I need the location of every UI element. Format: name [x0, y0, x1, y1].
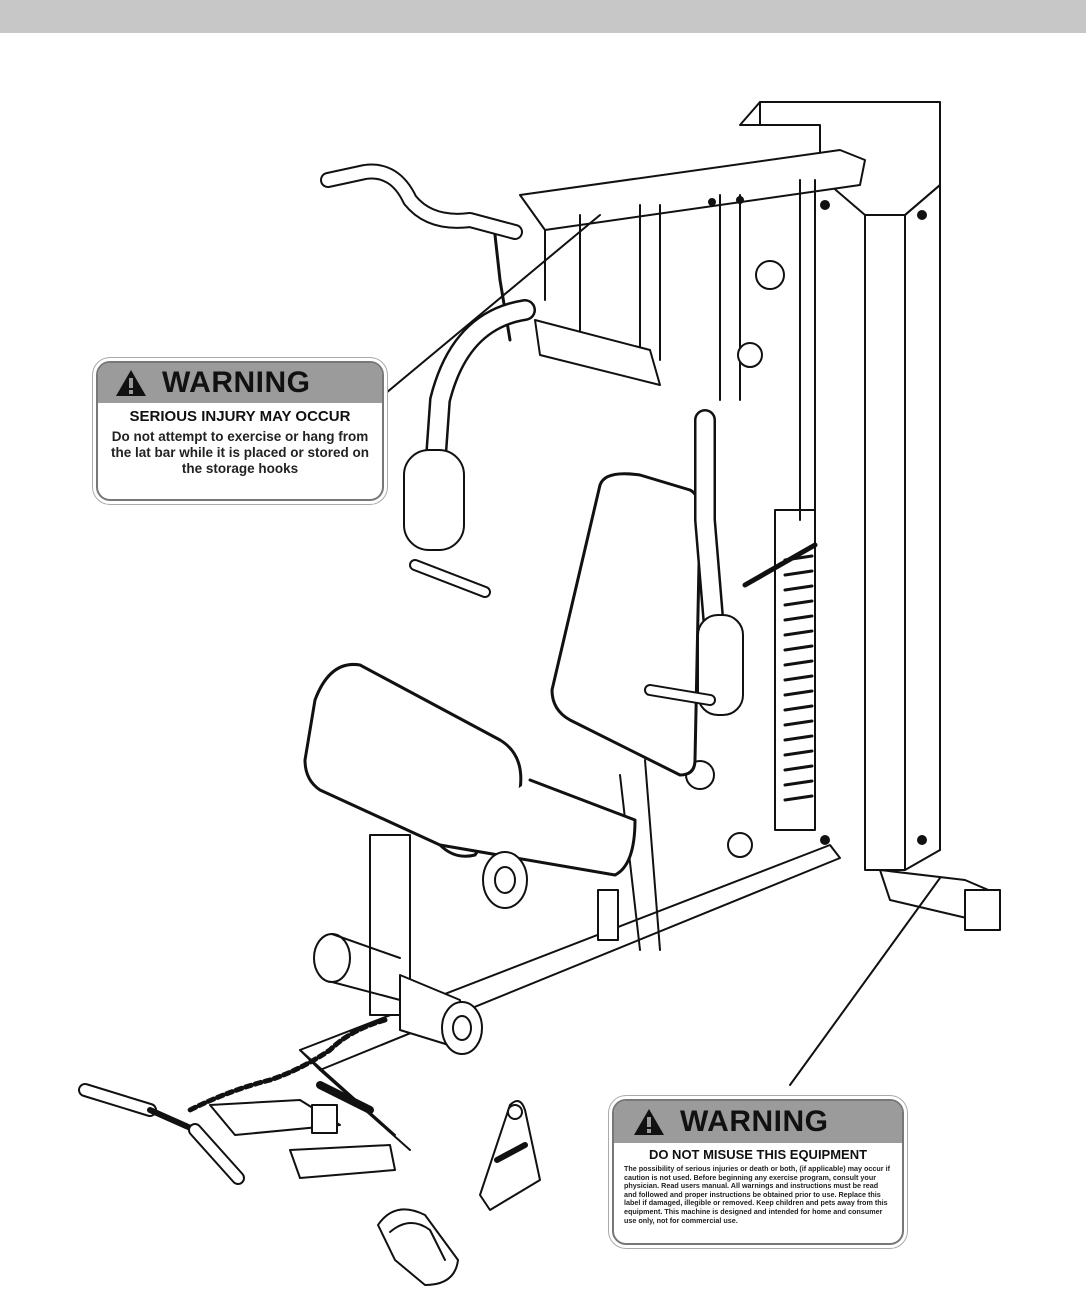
warning-body: Do not attempt to exercise or hang from … [110, 429, 370, 476]
warning-triangle-icon [634, 1109, 664, 1135]
warning-label-header: WARNING [614, 1101, 902, 1143]
warning-subheading: DO NOT MISUSE THIS EQUIPMENT [648, 1147, 868, 1162]
warning-subheading: SERIOUS INJURY MAY OCCUR [129, 408, 351, 425]
right-arm [644, 409, 744, 716]
press-arm [403, 299, 661, 598]
warning-label-misuse: WARNING DO NOT MISUSE THIS EQUIPMENT The… [612, 1099, 904, 1245]
leg-extension [313, 834, 483, 1055]
warning-label-lat-bar: WARNING SERIOUS INJURY MAY OCCUR Do not … [96, 361, 384, 501]
warning-heading: WARNING [162, 366, 311, 399]
weight-stack-tower [739, 101, 941, 871]
warning-label-header: WARNING [98, 363, 382, 403]
d-handle [479, 1100, 541, 1211]
warning-triangle-icon [116, 370, 146, 396]
header-bar [0, 0, 1086, 33]
top-frame [519, 149, 866, 858]
chain-and-foot-plate [78, 1017, 396, 1185]
warning-body: The possibility of serious injuries or d… [624, 1164, 890, 1225]
seat-pad [303, 662, 637, 909]
warning-heading: WARNING [680, 1105, 829, 1138]
ankle-strap [377, 1208, 459, 1286]
back-pad [550, 472, 702, 951]
